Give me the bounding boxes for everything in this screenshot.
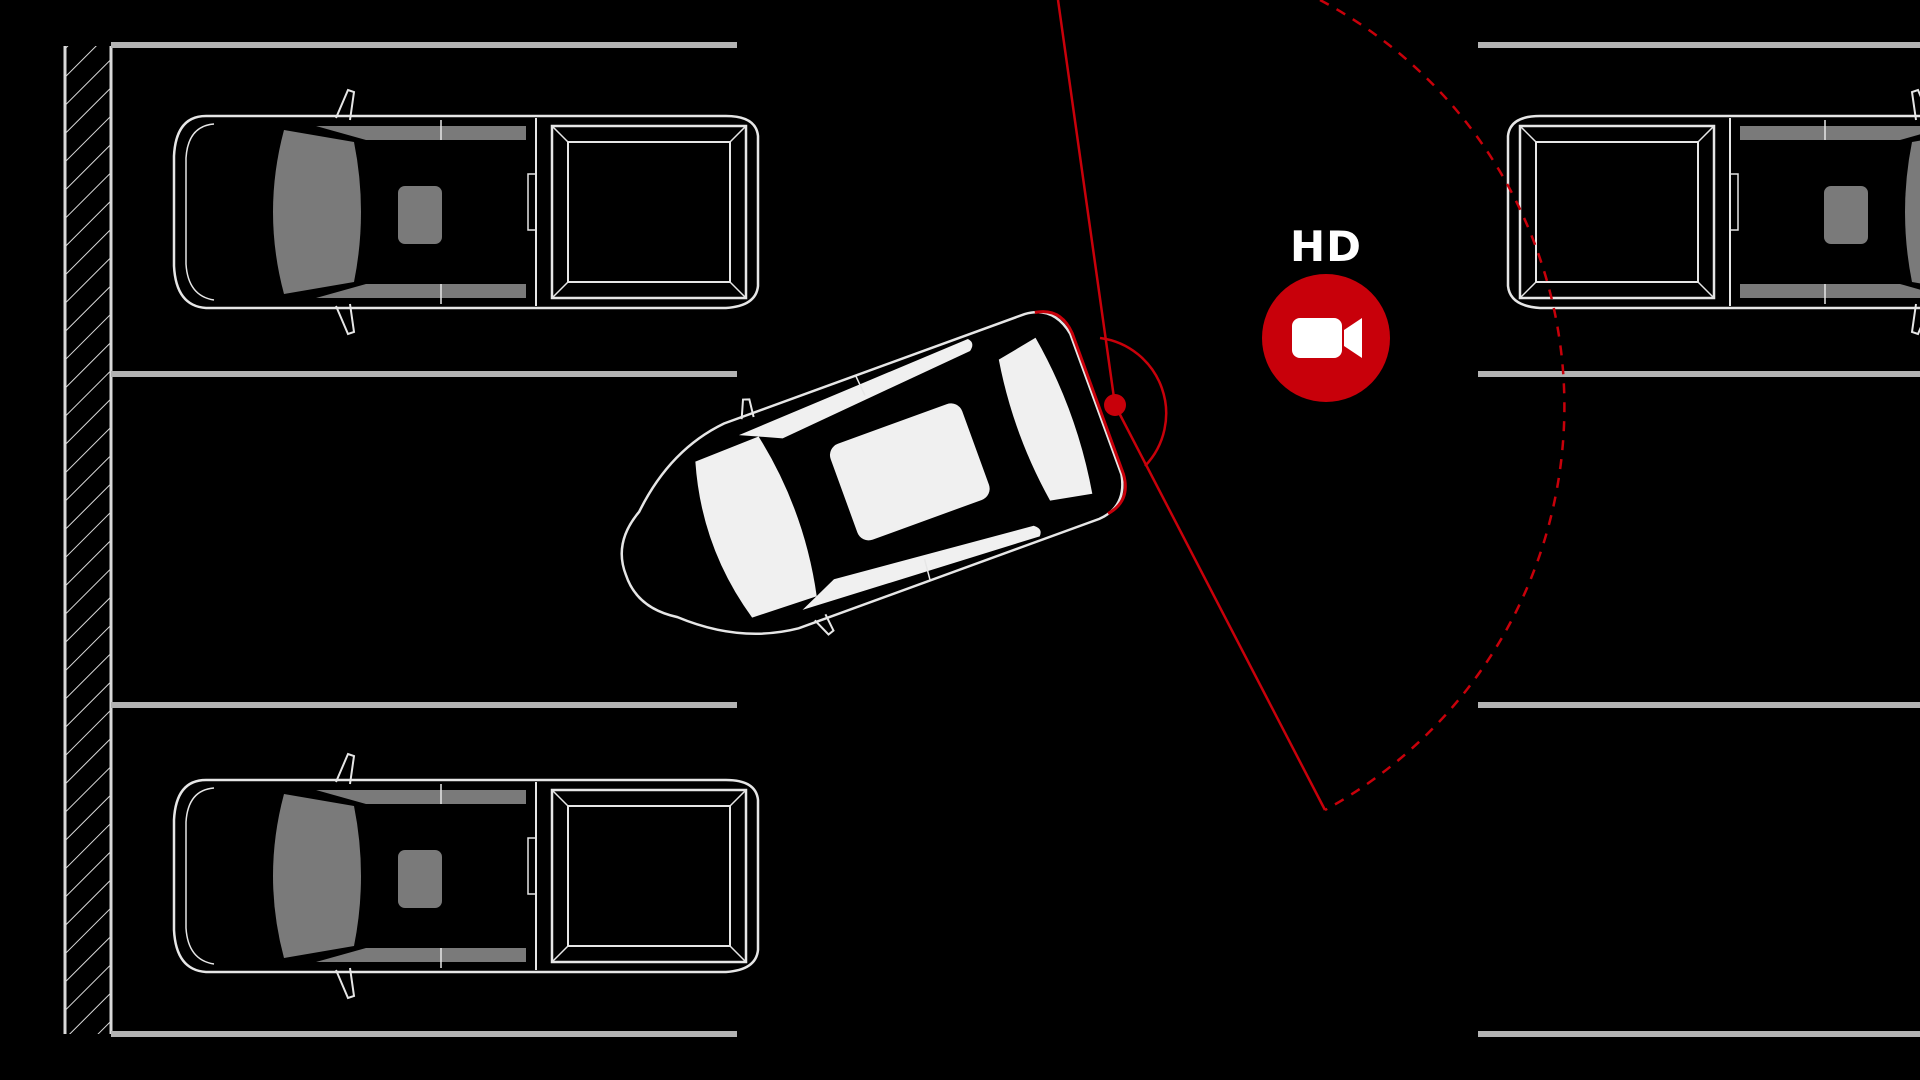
hd-camera-badge: [1262, 274, 1390, 402]
video-camera-icon: [1292, 318, 1362, 358]
parking-lines-left: [111, 42, 737, 1037]
parking-lines-right: [1478, 42, 1920, 1037]
camera-field-of-view: [1056, 0, 1566, 812]
rear-camera-dot: [1104, 394, 1126, 416]
hd-label: HD: [1289, 222, 1362, 271]
wall: [63, 46, 113, 1034]
